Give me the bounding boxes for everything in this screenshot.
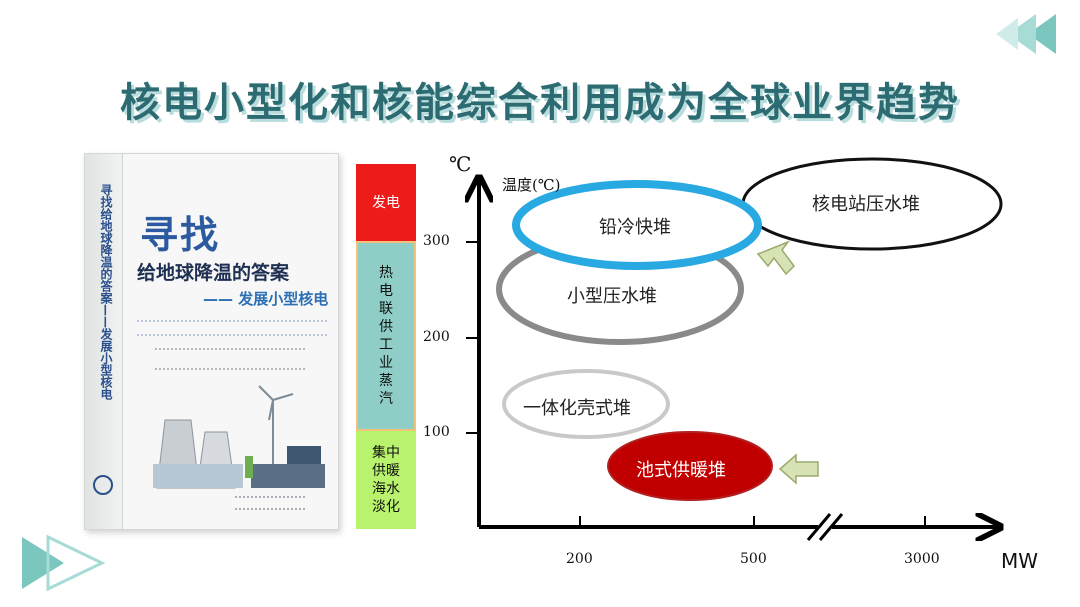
y-tick-label-200: 200 bbox=[423, 329, 450, 345]
bottom-left-play-icon bbox=[22, 534, 106, 592]
use-category-heating-label: 集中供暖海水淡化 bbox=[372, 445, 400, 515]
lead-fast-highlight-arrow-icon bbox=[756, 240, 795, 276]
pool-heating-label: 池式供暖堆 bbox=[636, 460, 726, 481]
axis-break-mark-1 bbox=[806, 513, 832, 541]
y-unit-label: ℃ bbox=[449, 152, 472, 176]
integral-label: 一体化壳式堆 bbox=[523, 398, 631, 419]
x-tick-label-3000: 3000 bbox=[904, 551, 940, 567]
power-plant-illustration-icon bbox=[153, 385, 325, 489]
x-tick-label-200: 200 bbox=[566, 551, 593, 567]
use-category-cogeneration: 热电联供工业蒸汽 bbox=[356, 241, 416, 431]
y-tick-label-300: 300 bbox=[423, 233, 450, 249]
axis-break-mark-2 bbox=[818, 513, 844, 541]
page-title: 核电小型化和核能综合利用成为全球业界趋势 bbox=[120, 80, 960, 126]
integral-ellipse bbox=[502, 369, 670, 439]
book-spine: 寻找给地球降温的答案——发展小型核电 bbox=[85, 154, 123, 529]
lead-fast-label: 铅冷快堆 bbox=[599, 217, 671, 238]
book-author-line bbox=[155, 348, 305, 370]
book-cover: 寻找给地球降温的答案——发展小型核电 寻找 给地球降温的答案 —— 发展小型核电 bbox=[84, 153, 339, 530]
use-category-cogeneration-label: 热电联供工业蒸汽 bbox=[379, 265, 393, 407]
lead-fast-ellipse bbox=[512, 180, 762, 270]
book-title: 寻找 bbox=[140, 213, 221, 257]
book-spine-text: 寻找给地球降温的答案——发展小型核电 bbox=[99, 184, 113, 400]
top-right-rewind-icon bbox=[996, 14, 1056, 54]
book-english-title bbox=[137, 320, 327, 336]
use-category-heating: 集中供暖海水淡化 bbox=[356, 431, 416, 529]
y-tick-label-100: 100 bbox=[423, 424, 450, 440]
x-unit-label: MW bbox=[1001, 549, 1039, 573]
use-category-power-label: 发电 bbox=[372, 194, 400, 211]
publisher-logo-icon bbox=[93, 475, 113, 495]
x-tick-label-500: 500 bbox=[740, 551, 767, 567]
book-subtitle-2: —— 发展小型核电 bbox=[203, 290, 329, 308]
pool-heating-ellipse bbox=[607, 431, 773, 501]
book-subtitle: 给地球降温的答案 bbox=[137, 262, 290, 284]
pool-heating-highlight-arrow-icon bbox=[778, 453, 819, 485]
book-publisher bbox=[235, 496, 305, 510]
small-pwr-label: 小型压水堆 bbox=[567, 286, 657, 307]
large-pwr-label: 核电站压水堆 bbox=[812, 194, 920, 215]
use-category-power: 发电 bbox=[356, 164, 416, 241]
y-axis-title: 温度(℃) bbox=[502, 176, 561, 194]
